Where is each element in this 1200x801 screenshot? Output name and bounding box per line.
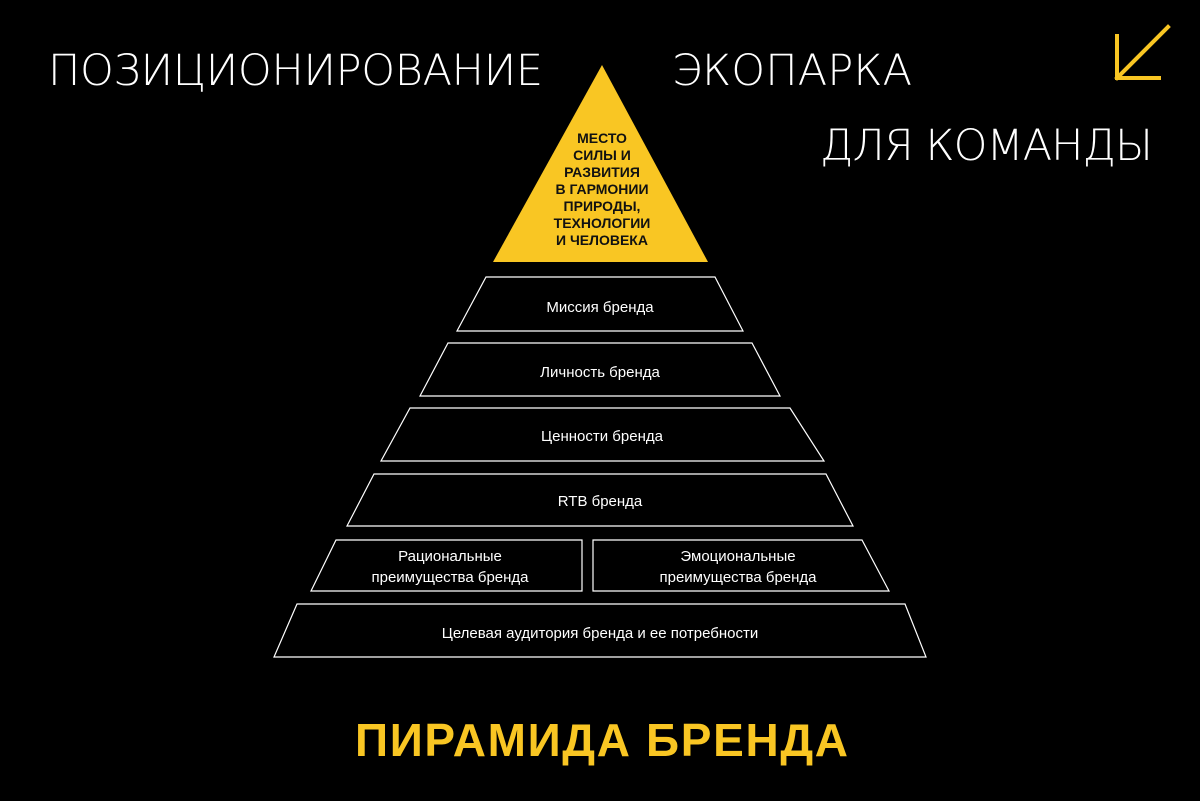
footer-title: ПИРАМИДА БРЕНДА — [355, 714, 848, 766]
svg-text:В ГАРМОНИИ: В ГАРМОНИИ — [555, 181, 648, 197]
svg-text:RTB бренда: RTB бренда — [558, 493, 643, 510]
svg-text:Эмоциональные: Эмоциональные — [680, 548, 795, 565]
title-right: ЭКОПАРКА — [672, 46, 912, 96]
tier-values: Ценности бренда — [379, 407, 826, 462]
svg-text:ТЕХНОЛОГИИ: ТЕХНОЛОГИИ — [554, 215, 651, 231]
svg-text:СИЛЫ И: СИЛЫ И — [573, 147, 631, 163]
tier-mission: Миссия бренда — [455, 276, 744, 332]
apex-text: МЕСТО СИЛЫ И РАЗВИТИЯ В ГАРМОНИИ ПРИРОДЫ… — [554, 130, 651, 248]
title-left: ПОЗИЦИОНИРОВАНИЕ — [48, 46, 543, 96]
svg-text:Рациональные: Рациональные — [398, 548, 502, 565]
pyramid-apex — [493, 65, 708, 262]
tier-personality: Личность бренда — [419, 342, 781, 397]
svg-text:Личность бренда: Личность бренда — [540, 364, 660, 381]
tier-rational-benefits: Рациональные преимущества бренда — [310, 539, 583, 592]
tier-target-audience: Целевая аудитория бренда и ее потребност… — [273, 603, 927, 658]
svg-text:преимущества бренда: преимущества бренда — [659, 569, 817, 586]
svg-text:Миссия бренда: Миссия бренда — [546, 299, 654, 316]
svg-text:ПРИРОДЫ,: ПРИРОДЫ, — [564, 198, 641, 214]
subtitle: ДЛЯ КОМАНДЫ — [820, 121, 1153, 171]
svg-text:И ЧЕЛОВЕКА: И ЧЕЛОВЕКА — [556, 232, 648, 248]
tier-rtb: RTB бренда — [346, 473, 854, 527]
svg-text:Ценности бренда: Ценности бренда — [541, 428, 664, 445]
svg-text:МЕСТО: МЕСТО — [577, 130, 627, 146]
svg-text:преимущества бренда: преимущества бренда — [371, 569, 529, 586]
svg-text:РАЗВИТИЯ: РАЗВИТИЯ — [564, 164, 640, 180]
svg-text:Целевая аудитория бренда и ее: Целевая аудитория бренда и ее потребност… — [442, 625, 759, 642]
tier-emotional-benefits: Эмоциональные преимущества бренда — [592, 539, 890, 592]
arrow-down-left-icon — [1114, 24, 1171, 81]
